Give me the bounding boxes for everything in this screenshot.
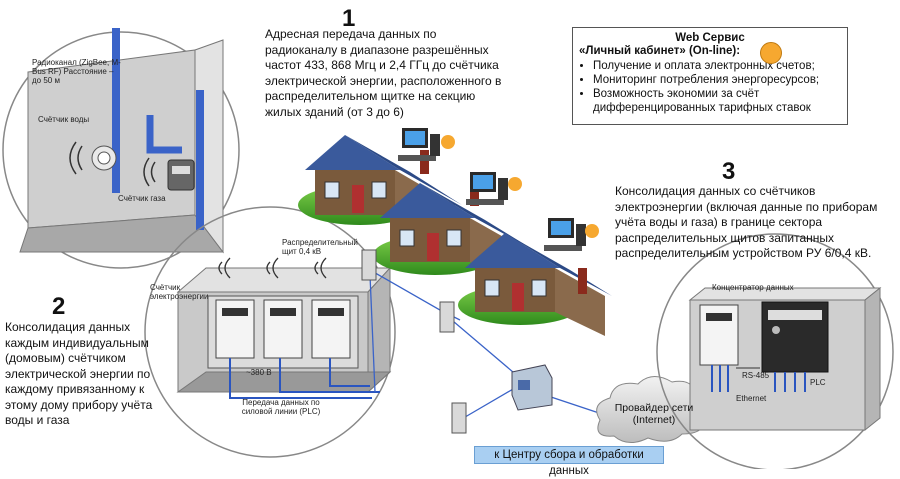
water-meter-label: Счётчик воды xyxy=(38,115,90,124)
web-service-list: Получение и оплата электронных счетов; М… xyxy=(579,59,841,115)
step1-text: Адресная передача данных по радиоканалу … xyxy=(265,27,502,119)
gas-pipe-vertical xyxy=(196,90,204,230)
computer-2 xyxy=(466,172,522,205)
room3-circle xyxy=(656,233,894,469)
provider-label: Провайдер сети (Internet) xyxy=(614,402,694,426)
distribution-cabinets xyxy=(361,249,553,434)
step3-text: Консолидация данных со счётчиков электро… xyxy=(615,184,878,260)
cabinet-2 xyxy=(439,301,455,333)
rs485-label: RS-485 xyxy=(742,371,770,380)
houses-illustration xyxy=(298,135,612,336)
web-service-title: Web Сервис xyxy=(675,32,745,44)
plc-line-2 xyxy=(279,358,365,393)
radio-channel-label: Радиоканал (ZigBee, M-Bus RF) Расстояние… xyxy=(32,58,121,85)
step2-number: 2 xyxy=(52,293,66,320)
room2-illustration xyxy=(144,206,396,458)
room2-circle xyxy=(144,206,396,458)
voltage-label: ~380 В xyxy=(246,368,272,377)
computer-3 xyxy=(544,218,599,251)
cabinet-1 xyxy=(361,249,377,281)
electric-meters-label: Счётчик электроэнергии xyxy=(150,283,209,301)
computer-1 xyxy=(398,128,455,161)
gas-meter-label: Счётчик газа xyxy=(118,194,166,203)
concentrator-label: Концентратор данных xyxy=(712,283,794,292)
web-icon-1 xyxy=(441,135,455,149)
web-icon-2 xyxy=(508,177,522,191)
ethernet-label: Ethernet xyxy=(736,394,767,403)
diagram-canvas xyxy=(2,28,894,469)
step3-number: 3 xyxy=(722,158,736,185)
web-service-subtitle: «Личный кабинет» (On-line): xyxy=(579,45,741,57)
water-pipe xyxy=(112,28,120,193)
web-service-item: Мониторинг потребления энергоресурсов; xyxy=(593,73,841,87)
plc-line-3 xyxy=(329,358,370,387)
web-service-item: Получение и оплата электронных счетов; xyxy=(593,59,841,73)
cabinet-3 xyxy=(451,402,467,434)
step2-text: Консолидация данных каждым индивидуальны… xyxy=(5,320,153,427)
computers xyxy=(398,128,599,251)
gas-meter xyxy=(167,159,195,191)
step1-number: 1 xyxy=(342,5,356,32)
substation xyxy=(511,364,553,411)
room1-illustration xyxy=(2,28,240,269)
house-3 xyxy=(458,233,612,336)
gas-pipe-elbow xyxy=(146,115,182,154)
plc-label: PLC xyxy=(810,378,826,387)
data-center-bar: к Центру сбора и обработки данных xyxy=(474,446,664,477)
plc-transfer-label: Передача данных по силовой линии (PLC) xyxy=(241,398,321,416)
room3-illustration xyxy=(656,233,894,469)
room1-circle xyxy=(2,31,240,269)
web-service-box: Web Сервис «Личный кабинет» (On-line): П… xyxy=(572,27,848,125)
distribution-box-label: Распределительный щит 0,4 кВ xyxy=(282,238,358,256)
web-service-icon xyxy=(760,42,782,64)
web-service-item: Возможность экономии за счёт дифференцир… xyxy=(593,87,841,115)
web-icon-3 xyxy=(585,224,599,238)
plc-line-1 xyxy=(229,358,350,399)
